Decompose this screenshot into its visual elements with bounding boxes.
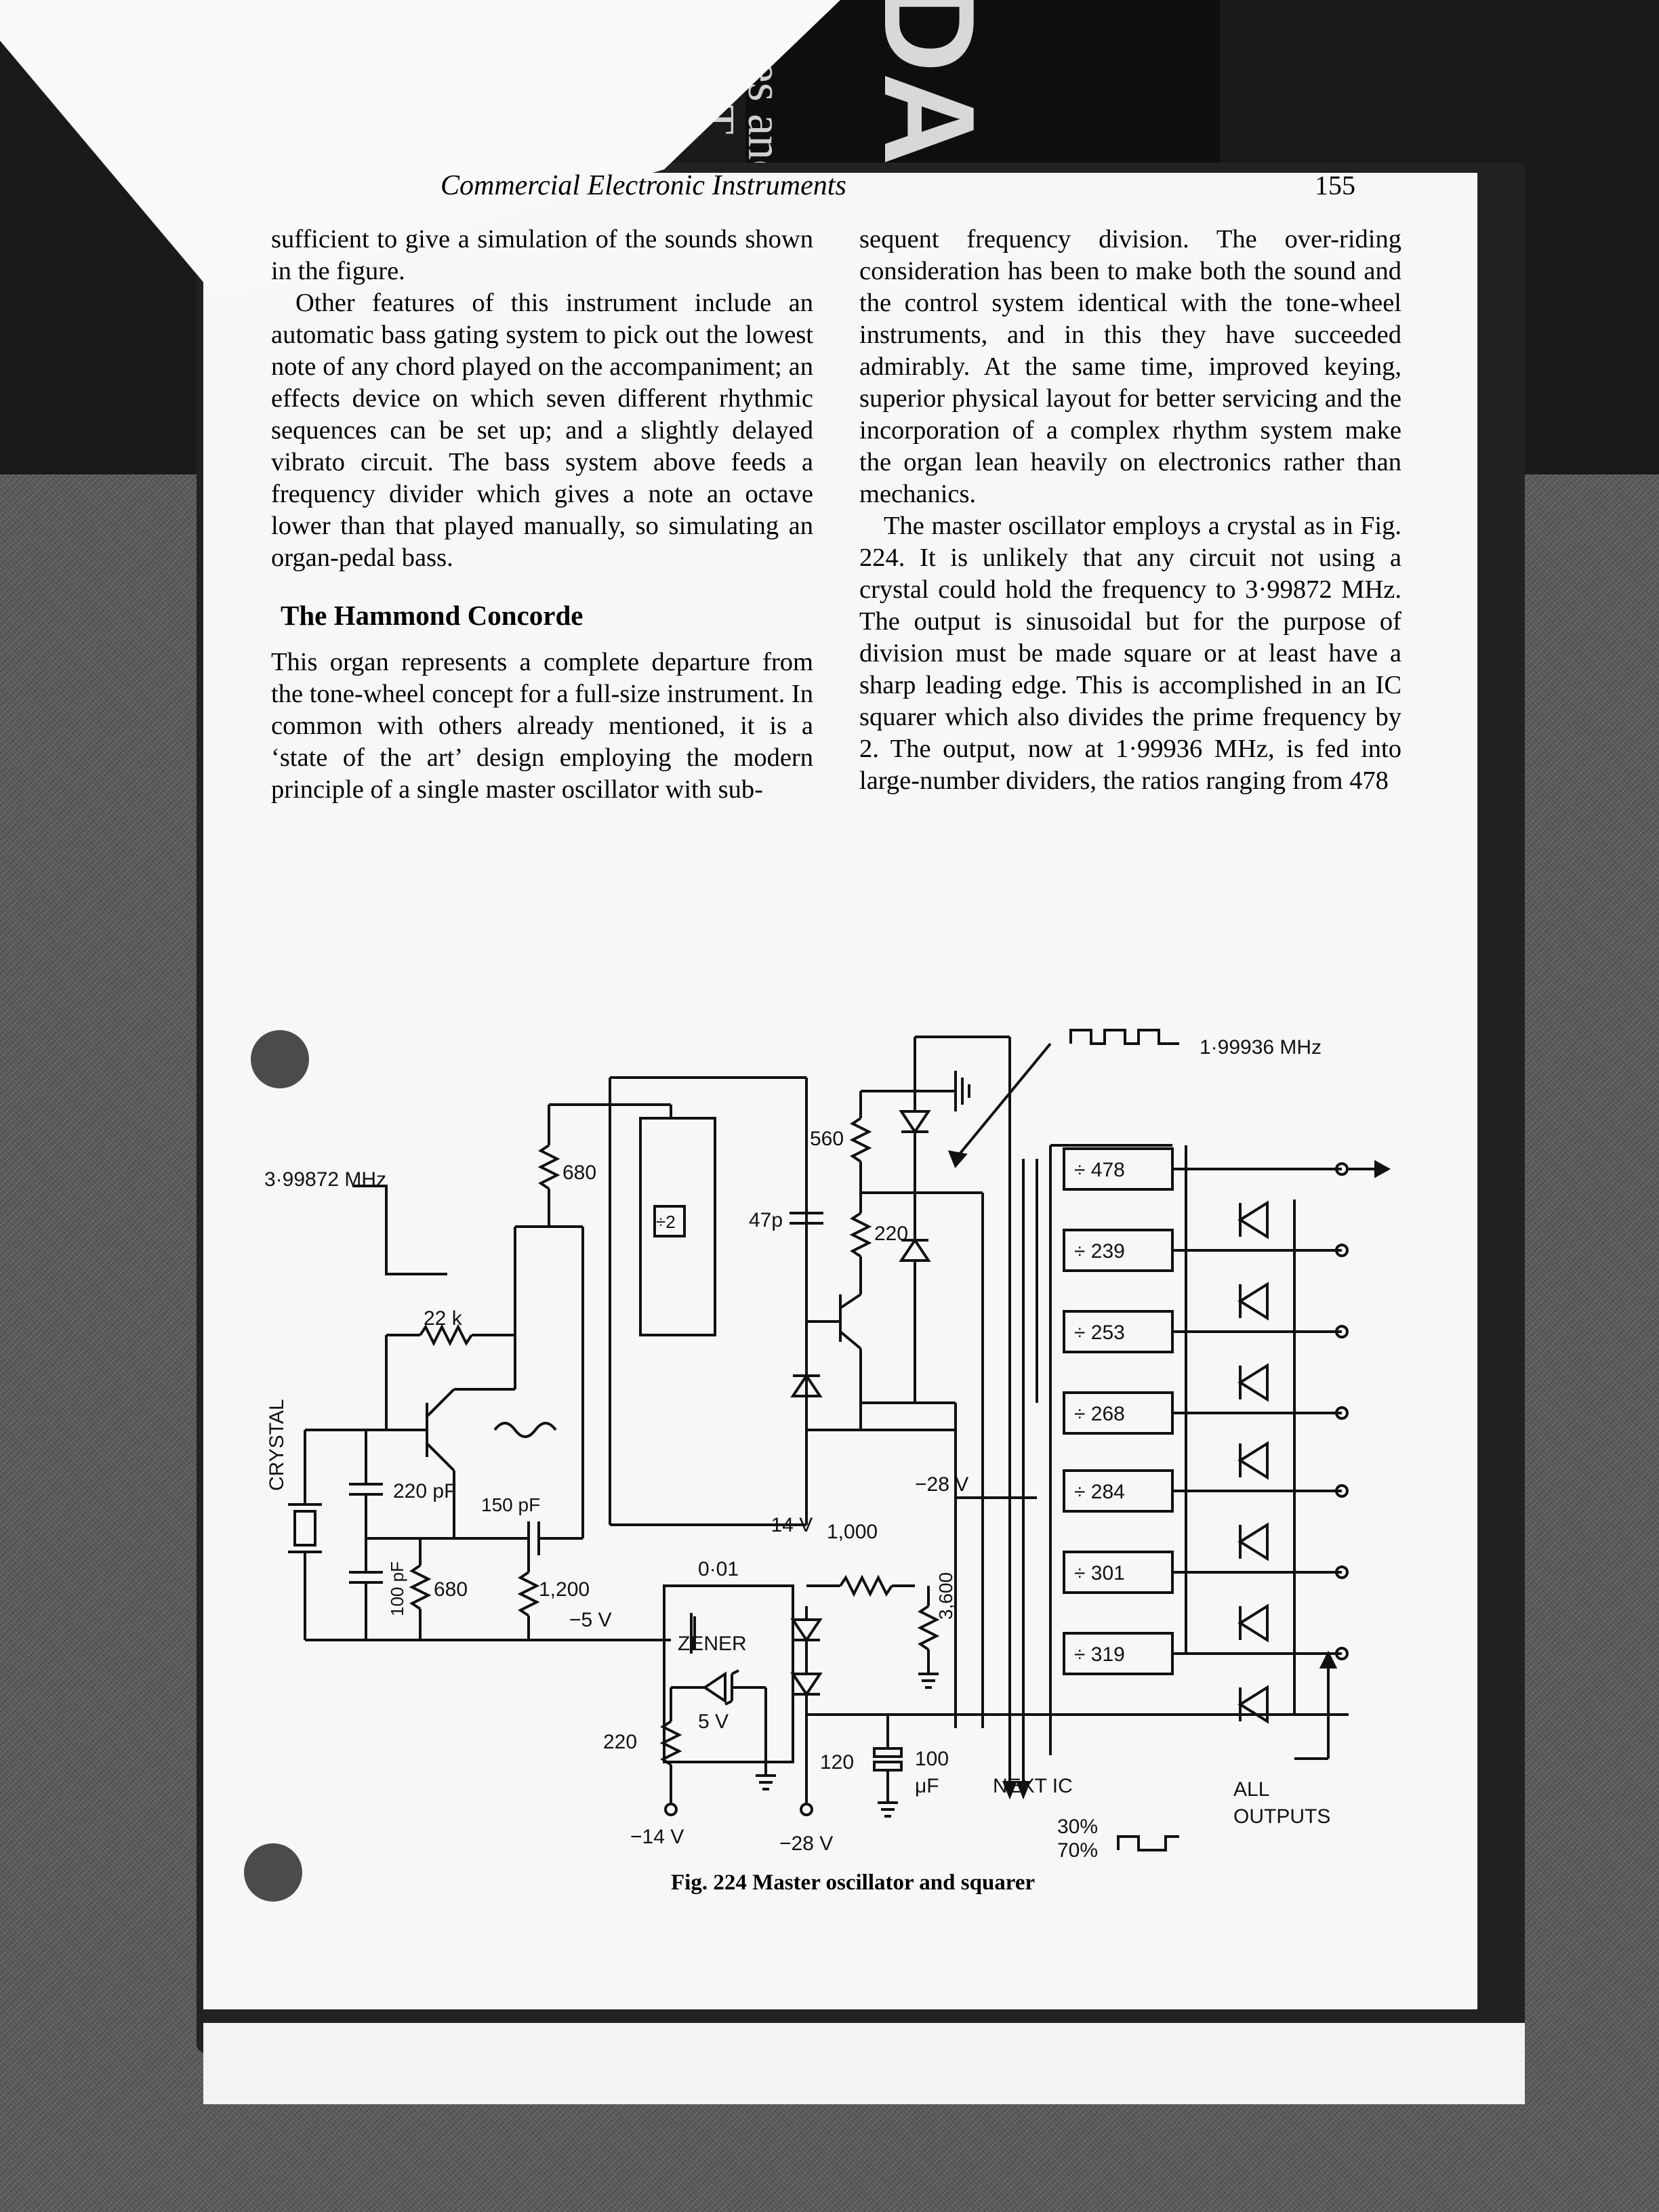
label-crystal: CRYSTAL [266,1399,288,1491]
book-page [203,173,1477,2009]
divider-label-7: ÷ 319 [1074,1643,1125,1666]
punch-hole-top [251,1030,309,1088]
label-r-680-top: 680 [562,1162,596,1184]
label-v-minus14-bottom: −14 V [630,1826,684,1848]
label-r-3600: 3,600 [935,1572,956,1620]
label-c-001: 0·01 [698,1558,739,1580]
left-para-2: Other features of this instrument includ… [271,289,813,572]
page-number: 155 [1315,170,1355,201]
paper-below [203,2023,1525,2104]
divider-label-4: ÷ 268 [1074,1403,1125,1425]
label-r-120: 120 [820,1751,854,1774]
circuit-figure: 3·99872 MHz 1·99936 MHz 680 22 k 560 220… [264,1023,1416,1857]
divide-by-two-ic [639,1117,716,1336]
label-zener-voltage: 5 V [698,1711,729,1733]
right-column: sequent frequency division. The over-rid… [859,224,1401,797]
label-c-100uf: 100 [915,1748,949,1770]
running-head: Commercial Electronic Instruments 155 [441,169,1396,202]
label-v-minus5: −5 V [569,1609,612,1631]
label-c-100uf-unit: μF [915,1775,939,1797]
label-all: ALL [1233,1778,1269,1801]
label-r-560: 560 [810,1128,844,1150]
divider-label-6: ÷ 301 [1074,1562,1125,1584]
label-freq-in: 3·99872 MHz [264,1168,386,1191]
left-column: sufficient to give a simulation of the s… [271,224,813,806]
crystal-symbol [293,1510,316,1547]
right-para-1: sequent frequency division. The over-rid… [859,225,1401,508]
label-zener: ZENER [678,1633,747,1655]
divider-label-3: ÷ 253 [1074,1322,1125,1344]
circuit-diagram: 3·99872 MHz 1·99936 MHz 680 22 k 560 220… [264,1029,1391,1857]
figure-caption: Fig. 224 Master oscillator and squarer [671,1870,1036,1895]
label-r-220-mid: 220 [874,1223,908,1245]
left-para-3: This organ represents a complete departu… [271,648,813,804]
label-outputs: OUTPUTS [1233,1805,1330,1828]
label-v-minus14-top: −14 V [759,1514,813,1536]
label-c-47p: 47p [749,1209,783,1231]
divider-label-1: ÷ 478 [1074,1159,1125,1181]
label-r-1200: 1,200 [539,1578,590,1601]
divider-label-5: ÷ 284 [1074,1481,1125,1503]
right-para-2: The master oscillator employs a crystal … [859,512,1401,795]
label-r-1000: 1,000 [827,1521,878,1543]
label-r-220-low: 220 [603,1731,637,1753]
label-r-680-low: 680 [434,1578,468,1601]
label-v-minus28-bottom: −28 V [779,1832,833,1855]
left-para-1: sufficient to give a simulation of the s… [271,225,813,285]
book-cover-letters: DA [857,0,1001,166]
label-c-100pf: 100 pF [387,1561,407,1616]
label-v-minus28-mid: −28 V [915,1473,968,1496]
label-freq-out: 1·99936 MHz [1200,1036,1322,1059]
label-div2: ÷2 [656,1212,676,1232]
punch-hole-bottom [244,1843,302,1902]
label-next-ic: NEXT IC [993,1775,1073,1797]
label-c-220pf: 220 pF [393,1480,456,1502]
divider-label-2: ÷ 239 [1074,1240,1125,1263]
label-r-22k: 22 k [424,1307,463,1330]
label-duty-70: 70% [1057,1839,1098,1857]
label-c-150pf: 150 pF [481,1494,540,1515]
section-heading: The Hammond Concorde [281,600,583,631]
divider-chain [1063,1145,1391,1760]
running-head-title: Commercial Electronic Instruments [441,170,846,201]
label-duty-30: 30% [1057,1816,1098,1838]
